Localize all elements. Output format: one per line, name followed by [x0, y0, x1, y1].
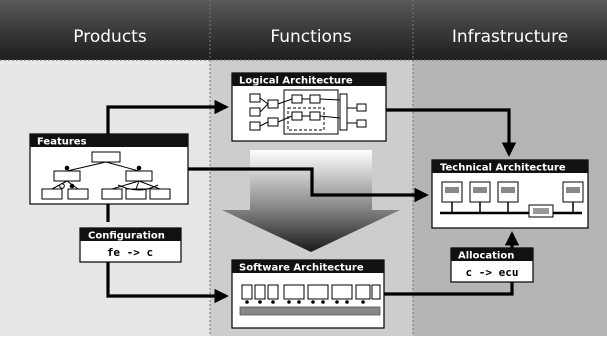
software-architecture-title: Software Architecture [239, 263, 364, 274]
arrow-configuration-to-software [106, 262, 229, 304]
technical-architecture-box: Technical Architecture [431, 159, 589, 229]
configuration-box: Configuration fe -> c [79, 227, 182, 263]
arrow-features-to-logical [106, 99, 229, 134]
allocation-expr: c -> ecu [466, 266, 519, 279]
configuration-expr: fe -> c [107, 246, 153, 259]
features-title: Features [37, 137, 87, 148]
logical-architecture-box: Logical Architecture [231, 72, 387, 142]
arrow-software-to-allocation [384, 282, 514, 296]
column-header-infrastructure: Infrastructure [452, 27, 568, 47]
arrow-features-to-technical [188, 167, 429, 203]
column-header-functions: Functions [270, 27, 351, 47]
technical-architecture-title: Technical Architecture [440, 163, 566, 174]
configuration-title: Configuration [88, 231, 165, 242]
features-box: Features [29, 133, 189, 205]
allocation-title: Allocation [458, 251, 514, 262]
allocation-box: Allocation c -> ecu [450, 247, 534, 283]
column-header-products: Products [73, 27, 147, 47]
connector-arrows [106, 99, 520, 304]
software-bus [239, 306, 381, 316]
header-band [0, 0, 607, 60]
software-architecture-box: Software Architecture [231, 259, 385, 329]
ecu-group [441, 181, 584, 203]
transformation-arrow [222, 150, 400, 252]
arrow-logical-to-technical [386, 108, 517, 157]
logical-architecture-title: Logical Architecture [239, 76, 353, 87]
